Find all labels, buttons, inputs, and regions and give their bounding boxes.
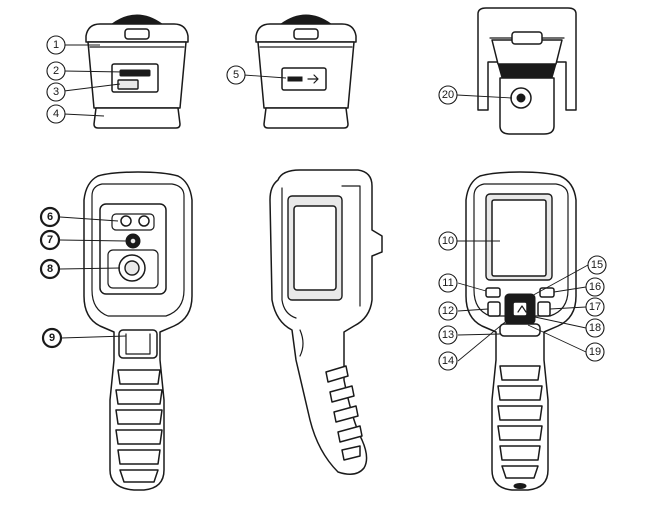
svg-text:17: 17	[589, 301, 601, 313]
usb-port-slot	[119, 69, 151, 77]
callout-9: 9	[41, 327, 63, 349]
svg-text:8: 8	[47, 263, 53, 275]
flashlight-led-1	[120, 215, 132, 227]
callout-13: 13	[438, 325, 458, 345]
svg-text:13: 13	[442, 329, 454, 341]
callout-8: 8	[39, 258, 61, 280]
view-front	[83, 171, 193, 491]
sd-card-slot	[117, 79, 139, 90]
closed-base	[263, 107, 349, 129]
display-screen	[491, 199, 547, 277]
svg-text:14: 14	[442, 355, 454, 367]
view-bottom-ports	[85, 14, 189, 129]
callout-11: 11	[438, 273, 458, 293]
callout-2: 2	[46, 61, 66, 81]
callout-4: 4	[46, 104, 66, 124]
view-bottom-closed	[255, 14, 357, 129]
side-screen	[293, 205, 337, 291]
svg-text:18: 18	[589, 322, 601, 334]
callout-18: 18	[585, 318, 605, 338]
callout-15: 15	[587, 255, 607, 275]
svg-text:10: 10	[442, 235, 454, 247]
callout-3: 3	[46, 82, 66, 102]
lens-ring-ridges	[503, 67, 551, 76]
view-back	[465, 171, 577, 491]
callout-5: 5	[226, 65, 246, 85]
visible-camera-glint	[129, 237, 137, 245]
ir-lens-frame	[107, 249, 159, 289]
lens-cap-ridges	[115, 15, 159, 23]
callout-10: 10	[438, 231, 458, 251]
svg-text:9: 9	[49, 332, 55, 344]
svg-text:20: 20	[442, 89, 454, 101]
svg-text:2: 2	[53, 65, 59, 77]
callout-6: 6	[39, 206, 61, 228]
ok-button-icon	[517, 305, 527, 313]
port-icon-mark	[287, 76, 303, 82]
svg-text:4: 4	[53, 108, 59, 120]
svg-text:19: 19	[589, 346, 601, 358]
back-trigger-guard	[499, 323, 541, 337]
closed-top-clip	[293, 28, 319, 40]
svg-text:15: 15	[591, 259, 603, 271]
front-lens-panel	[99, 203, 167, 295]
svg-text:16: 16	[589, 281, 601, 293]
svg-text:6: 6	[47, 211, 53, 223]
callout-7: 7	[39, 229, 61, 251]
side-back-ridge	[341, 185, 361, 307]
closed-port-cover	[281, 67, 327, 91]
bottom-base	[93, 107, 181, 129]
button-11[interactable]	[485, 287, 501, 298]
button-12[interactable]	[487, 301, 501, 317]
ir-lens-inner	[516, 93, 526, 103]
view-top-lens	[477, 7, 577, 135]
front-inner-bezel	[91, 183, 185, 317]
lanyard-hole	[513, 483, 527, 489]
flashlight-led-2	[138, 215, 150, 227]
side-grip-ribs	[325, 365, 363, 461]
side-trigger	[299, 329, 304, 357]
back-grip-ribs	[497, 365, 543, 479]
button-17[interactable]	[537, 301, 551, 317]
button-16[interactable]	[539, 287, 555, 298]
callout-12: 12	[438, 301, 458, 321]
callout-16: 16	[585, 277, 605, 297]
usb-symbol-icon	[307, 74, 319, 84]
callout-17: 17	[585, 297, 605, 317]
svg-text:3: 3	[53, 86, 59, 98]
svg-text:1: 1	[53, 39, 59, 51]
svg-text:5: 5	[233, 69, 239, 81]
svg-text:12: 12	[442, 305, 454, 317]
callout-20: 20	[438, 85, 458, 105]
trigger-guard	[125, 333, 151, 355]
side-front-edge	[281, 187, 297, 319]
bottom-top-clip	[124, 28, 150, 40]
trigger	[118, 329, 158, 359]
lens-mount-clip	[511, 31, 543, 45]
lens-cap-ridges-2	[284, 15, 328, 23]
svg-text:7: 7	[47, 234, 53, 246]
lens-ring-dark	[497, 63, 557, 79]
front-grip-ribs	[115, 369, 163, 483]
callout-19: 19	[585, 342, 605, 362]
led-housing	[111, 213, 155, 231]
callout-1: 1	[46, 35, 66, 55]
leader-lines	[59, 44, 589, 362]
callout-14: 14	[438, 351, 458, 371]
view-side	[269, 169, 383, 475]
infrared-lens-core	[124, 260, 140, 276]
svg-text:11: 11	[442, 277, 453, 289]
